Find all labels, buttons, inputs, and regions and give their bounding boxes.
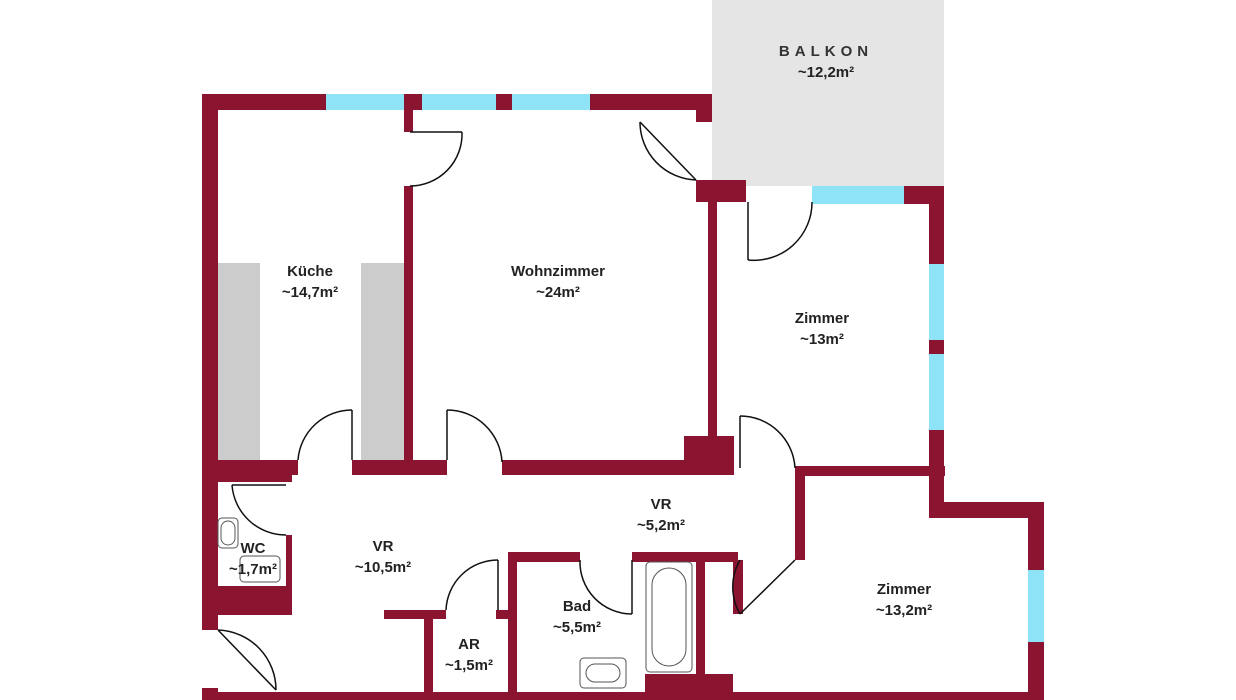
room-name: WC [240,540,266,557]
kitchen-counter-right [361,263,404,461]
bathtub [645,561,693,673]
room-label-balkon: BALKON ~12,2m² [779,41,873,83]
room-label-vr-entry: VR ~10,5m² [355,536,411,578]
walls [202,94,1044,700]
room-label-zimmer-2: Zimmer ~13,2m² [876,579,932,621]
room-area: ~5,5m² [553,619,601,636]
room-label-wohnzimmer: Wohnzimmer ~24m² [511,261,605,303]
room-name: AR [458,636,480,653]
room-area: ~5,2m² [637,517,685,534]
room-area: ~10,5m² [354,559,412,576]
room-label-vr-main: VR ~5,2m² [637,494,685,536]
fixtures [217,517,693,689]
room-area: ~1,5m² [445,657,493,674]
room-area: ~1,7m² [229,561,277,578]
room-area: ~14,7m² [281,284,339,301]
window [929,264,944,340]
room-name: Zimmer [794,310,850,327]
room-label-ar: AR ~1,5m² [445,634,493,676]
windows [326,94,1044,642]
balcony-area [712,0,944,186]
room-area: ~12,2m² [797,64,855,81]
room-label-bad: Bad ~5,5m² [553,596,601,638]
room-label-kueche: Küche ~14,7m² [282,261,338,303]
room-name: VR [650,496,672,513]
window [812,186,904,204]
room-name: Bad [562,598,592,615]
room-name: VR [372,538,394,555]
room-label-zimmer: Zimmer ~13m² [795,308,849,350]
window [929,354,944,430]
room-name: Zimmer [876,581,932,598]
bathroom-sink [579,657,627,689]
room-area: ~13m² [800,331,844,348]
wc-sink [239,555,281,583]
window [326,94,404,110]
kitchen-counter-left [217,263,260,461]
room-area: ~24m² [536,284,580,301]
room-name: Wohnzimmer [511,263,605,280]
room-name: Küche [287,263,333,280]
room-label-wc: WC ~1,7m² [229,538,277,580]
room-area: ~13,2m² [875,602,933,619]
door-swings [217,121,813,691]
toilet [217,517,239,549]
room-name: BALKON [778,43,874,60]
window [512,94,590,110]
window [422,94,496,110]
window [1028,570,1044,642]
